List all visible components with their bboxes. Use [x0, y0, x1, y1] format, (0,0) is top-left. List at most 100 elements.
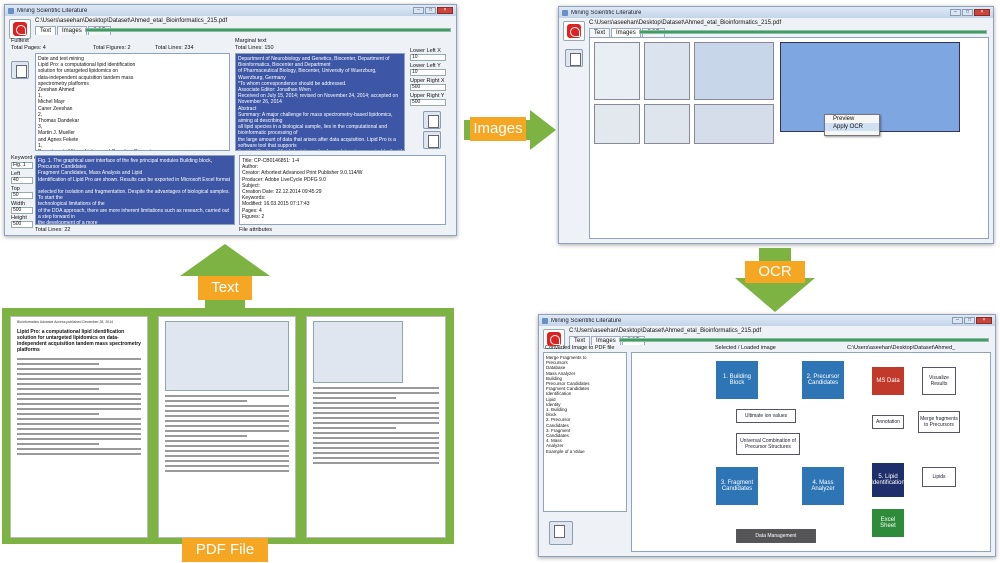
progress-bar: [639, 30, 987, 34]
file-attributes-label: File attributes: [239, 227, 273, 233]
apply-coordinates-button[interactable]: [423, 111, 441, 129]
close-button[interactable]: ×: [974, 9, 990, 16]
merge-fragments-box: Merge fragments to Precursors: [918, 411, 960, 433]
progress-bar: [85, 28, 451, 32]
app-icon: [8, 7, 14, 14]
top-field[interactable]: 50: [11, 192, 33, 199]
images-window-titlebar[interactable]: Mining Scientific Literature – □ ×: [559, 7, 993, 18]
file-attributes-box[interactable]: Title: CP-CB0146851: 1-4 Author: Creator…: [239, 155, 446, 225]
image-thumbnail[interactable]: [644, 104, 690, 144]
tab-text[interactable]: Text: [569, 336, 591, 345]
lipids-box: Lipids: [922, 467, 956, 487]
pdf-page-3[interactable]: [306, 316, 446, 538]
lower-left-y-field[interactable]: 10: [410, 69, 446, 76]
upper-right-y-label: Upper Right Y: [410, 93, 445, 99]
maximize-button[interactable]: □: [425, 7, 436, 14]
export-button[interactable]: [423, 131, 441, 149]
universal-combination-box: Universal Combination of Precursor Struc…: [736, 433, 800, 455]
ocr-window: Mining Scientific Literature – □ × C:\Us…: [538, 314, 996, 557]
image-thumbnail[interactable]: [644, 42, 690, 100]
minimize-button[interactable]: –: [952, 317, 963, 324]
ocr-text-box[interactable]: Merge Fragments to Precursors Database M…: [543, 352, 627, 512]
tab-text[interactable]: Text: [589, 28, 611, 37]
file-path: C:\Users\aseehan\Desktop\Dataset\Ahmed_e…: [589, 20, 782, 26]
pdf-page-1[interactable]: Bioinformatics Advance Access published …: [10, 316, 148, 538]
image-gallery[interactable]: Preview Apply OCR: [589, 37, 989, 239]
loaded-image-diagram[interactable]: 1. Building Block 2. Precursor Candidate…: [631, 352, 991, 552]
progress-bar: [619, 338, 989, 342]
text-window-titlebar[interactable]: Mining Scientific Literature – □ ×: [5, 5, 456, 16]
fulltext-box[interactable]: Date and text mining Lipid Pro: a comput…: [35, 53, 230, 151]
tab-images[interactable]: Images: [611, 28, 641, 37]
maximize-button[interactable]: □: [962, 9, 973, 16]
minimize-button[interactable]: –: [413, 7, 424, 14]
marginal-text-label: Marginal text: [235, 38, 267, 44]
pdf-page-2[interactable]: [158, 316, 296, 538]
tab-text[interactable]: Text: [35, 26, 57, 35]
close-button[interactable]: ×: [976, 317, 992, 324]
pdf-icon: [547, 332, 561, 346]
ion-values-box: Ultimate ion values: [736, 409, 796, 423]
image-thumbnail[interactable]: [594, 104, 640, 144]
open-pdf-button[interactable]: [9, 19, 31, 39]
ocr-run-button[interactable]: [549, 521, 573, 545]
fulltext-label: Fulltext: [11, 38, 29, 44]
width-label: Width: [11, 201, 26, 207]
close-button[interactable]: ×: [437, 7, 453, 14]
total-figures: Total Figures: 2: [93, 45, 131, 51]
ocr-window-titlebar[interactable]: Mining Scientific Literature – □ ×: [539, 315, 995, 326]
context-menu: Preview Apply OCR: [824, 114, 880, 136]
minimize-button[interactable]: –: [950, 9, 961, 16]
upper-right-x-label: Upper Right X: [410, 78, 445, 84]
height-field[interactable]: 500: [11, 221, 33, 228]
page1-header: Bioinformatics Advance Access published …: [17, 320, 114, 324]
text-window: Mining Scientific Literature – □ × C:\Us…: [4, 4, 457, 236]
extract-text-button[interactable]: [11, 61, 29, 79]
lipid-identification-box: 5. Lipid Identification: [871, 463, 905, 497]
app-icon: [562, 9, 568, 16]
keyword-field[interactable]: Fig. 1: [11, 162, 33, 169]
left-label: Left: [11, 171, 21, 177]
lower-left-y-label: Lower Left Y: [410, 63, 441, 69]
image-thumbnail[interactable]: [694, 104, 774, 144]
converted-label: Converted Image to PDF file: [545, 345, 615, 351]
ms-data-box: MS Data: [872, 367, 904, 395]
top-label: Top: [11, 186, 20, 192]
text-window-title: Mining Scientific Literature: [17, 7, 88, 14]
image-thumbnail[interactable]: [594, 42, 640, 100]
mass-analyzer-box: 4. Mass Analyzer: [802, 467, 844, 505]
pdf-file-panel: Bioinformatics Advance Access published …: [2, 308, 454, 544]
menu-item-apply-ocr[interactable]: Apply OCR: [825, 123, 879, 131]
tab-images[interactable]: Images: [591, 336, 621, 345]
image-thumbnail[interactable]: [694, 42, 774, 100]
extract-images-button[interactable]: [565, 49, 583, 67]
menu-item-preview[interactable]: Preview: [833, 116, 855, 122]
marginal-text-box[interactable]: Department of Neurobiology and Genetics,…: [235, 53, 405, 151]
pdf-icon: [567, 24, 581, 38]
open-pdf-button[interactable]: [563, 21, 585, 41]
marginal-total-lines: Total Lines: 150: [235, 45, 274, 51]
upper-right-x-field[interactable]: 500: [410, 84, 446, 91]
precursor-candidates-box: 2. Precursor Candidates: [802, 361, 844, 399]
page1-title: Lipid Pro: a computational lipid identif…: [17, 329, 141, 353]
ocr-window-title: Mining Scientific Literature: [551, 317, 622, 324]
pdf-icon: [13, 22, 27, 36]
open-pdf-button[interactable]: [543, 329, 565, 349]
selected-image-label: Selected / Loaded image: [715, 345, 776, 351]
maximize-button[interactable]: □: [964, 317, 975, 324]
left-field[interactable]: 40: [11, 177, 33, 184]
upper-right-y-field[interactable]: 500: [410, 99, 446, 106]
lower-left-x-label: Lower Left X: [410, 48, 441, 54]
height-label: Height: [11, 215, 27, 221]
keyword-result-box[interactable]: Fig. 1. The graphical user interface of …: [35, 155, 235, 225]
width-field[interactable]: 500: [11, 207, 33, 214]
images-window: Mining Scientific Literature – □ × C:\Us…: [558, 6, 994, 244]
lower-left-x-field[interactable]: 10: [410, 54, 446, 61]
selected-image-path: C:\Users\aseehan\Desktop\Dataset\Ahmed_: [847, 345, 956, 351]
ocr-label: OCR: [745, 261, 805, 283]
fragment-candidates-box: 3. Fragment Candidates: [716, 467, 758, 505]
keyword-label: Keyword e.g.: [11, 155, 44, 161]
images-label: Images: [470, 117, 526, 141]
building-block-box: 1. Building Block: [716, 361, 758, 399]
tab-images[interactable]: Images: [57, 26, 87, 35]
